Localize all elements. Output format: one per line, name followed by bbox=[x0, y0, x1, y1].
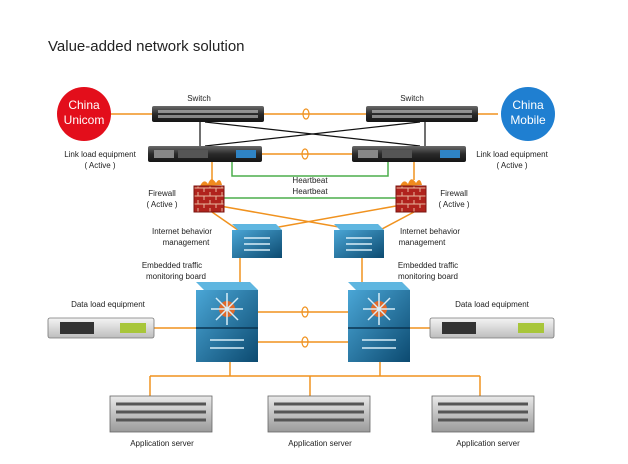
page-title: Value-added network solution bbox=[48, 38, 245, 55]
app-server-2-label: Application server bbox=[288, 439, 352, 448]
core-switch-right: Embedded traffic monitoring board bbox=[348, 261, 458, 362]
data-load-right-label: Data load equipment bbox=[455, 300, 530, 309]
firewall-left-status: ( Active ) bbox=[146, 200, 177, 209]
china-unicom-label-2: Unicom bbox=[64, 113, 105, 127]
firewall-left: Firewall ( Active ) bbox=[146, 179, 225, 213]
internet-behavior-right-label-2: management bbox=[399, 238, 446, 247]
switch-right: Switch bbox=[366, 94, 478, 122]
china-mobile-node: China Mobile bbox=[501, 87, 555, 141]
link-load-right: Link load equipment ( Active ) bbox=[352, 146, 549, 170]
china-mobile-label-1: China bbox=[512, 98, 544, 112]
heartbeat-line-1 bbox=[231, 162, 389, 177]
link-load-left-label: Link load equipment bbox=[64, 150, 136, 159]
link-load-right-label: Link load equipment bbox=[476, 150, 548, 159]
china-mobile-label-2: Mobile bbox=[510, 113, 546, 127]
link-cross-2 bbox=[204, 121, 421, 147]
app-server-2: Application server bbox=[267, 395, 371, 448]
internet-behavior-right: Internet behavior management bbox=[334, 224, 460, 258]
traffic-monitor-right-label-1: Embedded traffic bbox=[398, 261, 458, 270]
data-load-left-label: Data load equipment bbox=[71, 300, 146, 309]
heartbeat-label-2: Heartbeat bbox=[292, 187, 328, 196]
china-unicom-node: China Unicom bbox=[57, 87, 111, 141]
app-server-1-label: Application server bbox=[130, 439, 194, 448]
firewall-right-label: Firewall bbox=[440, 189, 468, 198]
traffic-monitor-left-label-2: monitoring board bbox=[146, 272, 206, 281]
link-load-left-status: ( Active ) bbox=[84, 161, 115, 170]
heartbeat-label-1: Heartbeat bbox=[292, 176, 328, 185]
internet-behavior-left-label-2: management bbox=[163, 238, 210, 247]
firewall-right: Firewall ( Active ) bbox=[395, 179, 470, 213]
firewall-left-label: Firewall bbox=[148, 189, 176, 198]
app-server-3: Application server bbox=[431, 395, 535, 448]
switch-right-label: Switch bbox=[400, 94, 424, 103]
switch-left-label: Switch bbox=[187, 94, 211, 103]
firewall-right-status: ( Active ) bbox=[438, 200, 469, 209]
traffic-monitor-right-label-2: monitoring board bbox=[398, 272, 458, 281]
internet-behavior-left-label-1: Internet behavior bbox=[152, 227, 212, 236]
data-load-right: Data load equipment bbox=[429, 300, 555, 339]
app-server-1: Application server bbox=[109, 395, 213, 448]
internet-behavior-left: Internet behavior management bbox=[152, 224, 282, 258]
link-load-left: Link load equipment ( Active ) bbox=[64, 146, 262, 170]
app-server-3-label: Application server bbox=[456, 439, 520, 448]
internet-behavior-right-label-1: Internet behavior bbox=[400, 227, 460, 236]
link-load-right-status: ( Active ) bbox=[496, 161, 527, 170]
traffic-monitor-left-label-1: Embedded traffic bbox=[142, 261, 202, 270]
core-switch-left: Embedded traffic monitoring board bbox=[142, 261, 258, 362]
china-unicom-label-1: China bbox=[68, 98, 100, 112]
connection-lines bbox=[110, 108, 498, 396]
data-load-left: Data load equipment bbox=[47, 300, 155, 339]
switch-left: Switch bbox=[152, 94, 264, 122]
